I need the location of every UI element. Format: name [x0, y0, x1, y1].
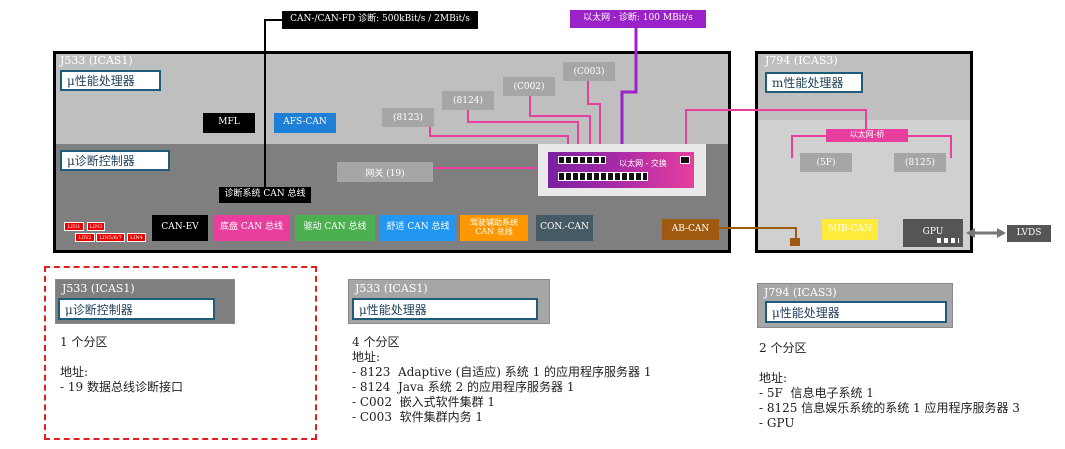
adas-can-line1: 驾驶辅助系统 — [470, 218, 518, 228]
legend-diag-title: J533 (ICAS1) — [62, 282, 135, 295]
partition-c003: (C003) — [563, 62, 615, 81]
ethernet-bridge-node: 以太网-桥 — [826, 129, 908, 142]
can-ev-node: CAN-EV — [152, 215, 208, 241]
legend-diag-dashed-frame — [44, 266, 317, 440]
line-8124 — [467, 109, 579, 158]
adas-can-line2: CAN 总线 — [475, 227, 513, 236]
partition-8125: (8125) — [894, 153, 946, 172]
j533-diag-label: μ诊断控制器 — [60, 150, 170, 171]
lin567-box: LIN5/6/7 — [96, 233, 125, 242]
mfl-node: MFL — [203, 113, 255, 133]
legend-j533-label: μ性能处理器 — [352, 298, 538, 320]
afs-can-node: AFS-CAN — [274, 113, 336, 133]
line-c002 — [529, 94, 591, 158]
adas-can-node: 驾驶辅助系统 CAN 总线 — [460, 215, 528, 241]
legend-diag-label: μ诊断控制器 — [58, 298, 215, 320]
line-bridge-8125 — [908, 135, 952, 158]
partition-5f: (5F) — [800, 153, 852, 172]
ethernet-banner: 以太网 - 诊断: 100 MBit/s — [570, 10, 706, 28]
diag-can-bus-node: 诊断系统 CAN 总线 — [219, 187, 311, 203]
line-switch-bridge — [685, 109, 867, 160]
j794-processor-label: m性能处理器 — [765, 72, 863, 93]
can-fd-banner: CAN-/CAN-FD 诊断: 500kBit/s / 2MBit/s — [282, 11, 478, 29]
partition-8124: (8124) — [442, 91, 494, 110]
comfort-can-node: 舒适 CAN 总线 — [380, 215, 456, 241]
switch-ports-top — [558, 156, 606, 164]
legend-j533-text: 4 个分区 地址: - 8123 Adaptive (自适应) 系统 1 的应用… — [352, 335, 652, 424]
partition-8123: (8123) — [382, 108, 434, 127]
lvds-node: LVDS — [1007, 225, 1051, 242]
switch-ports-bottom — [558, 172, 648, 181]
legend-j794-title: J794 (ICAS3) — [764, 286, 837, 299]
legend-j794-label: μ性能处理器 — [765, 301, 947, 323]
partition-c002: (C002) — [503, 77, 555, 96]
lin4-box: LIN4 — [127, 233, 146, 242]
arrow-left-head — [966, 228, 975, 238]
ab-can-node: AB-CAN — [662, 219, 719, 240]
ethernet-diag-line — [620, 27, 638, 160]
j794-title: J794 (ICAS3) — [765, 54, 838, 67]
drive-can-node: 驱动 CAN 总线 — [295, 215, 375, 241]
gpu-node: GPU — [903, 219, 963, 247]
chassis-can-node: 底盘 CAN 总线 — [213, 215, 290, 241]
ab-can-line — [719, 227, 797, 240]
legend-j794-text: 2 个分区 地址: - 5F 信息电子系统 1 - 8125 信息娱乐系统的系统… — [759, 341, 1020, 430]
switch-label: 以太网 - 交换 — [619, 158, 667, 168]
line-bridge-5f — [791, 135, 826, 158]
lin1-box: LIN1 — [64, 222, 84, 231]
legend-j533-title: J533 (ICAS1) — [355, 282, 428, 295]
gateway-node: 网关 (19) — [337, 162, 433, 182]
arrow-right-head — [997, 228, 1006, 238]
lin2-box: LIN2 — [75, 233, 95, 242]
j533-processor-label: μ性能处理器 — [60, 70, 161, 91]
con-can-node: CON.-CAN — [536, 215, 593, 241]
can-fd-line — [264, 19, 282, 190]
legend-diag-text: 1 个分区 地址: - 19 数据总线诊断接口 — [60, 335, 183, 394]
mib-can-node: MIB-CAN — [822, 219, 878, 240]
switch-ports-right — [680, 156, 690, 164]
lin3-box: LIN3 — [87, 222, 105, 231]
ab-can-connector — [790, 238, 800, 246]
j533-title: J533 (ICAS1) — [60, 54, 133, 67]
gpu-ports — [937, 238, 959, 243]
line-c003 — [587, 79, 601, 158]
